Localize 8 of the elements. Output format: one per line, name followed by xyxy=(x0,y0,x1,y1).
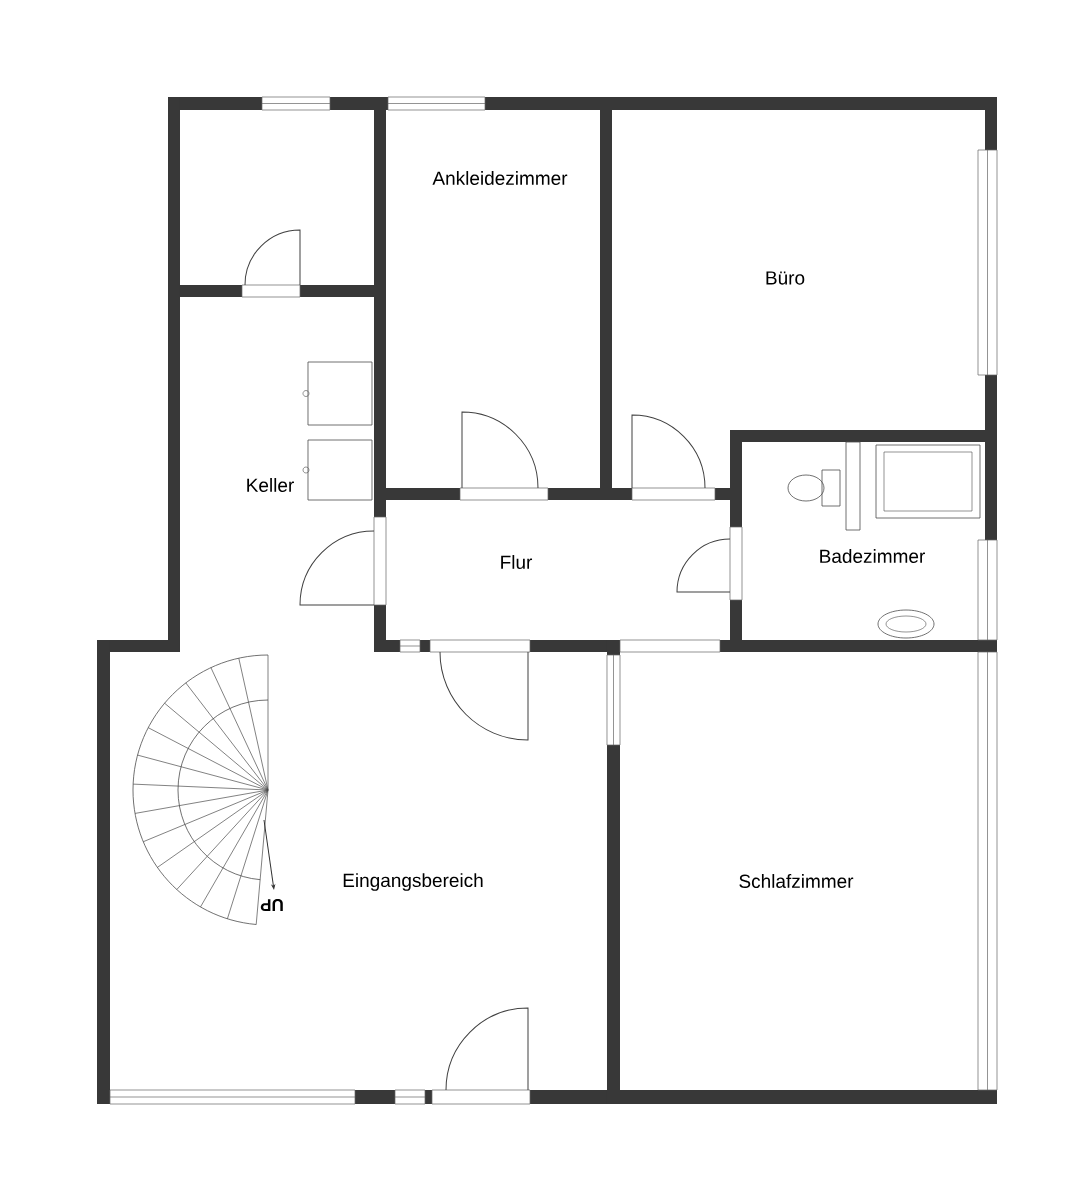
room-label: Büro xyxy=(766,271,805,285)
room-label: Eingangsbereich xyxy=(343,873,483,891)
room-label: Badezimmer xyxy=(820,549,925,563)
room-label: Schlafzimmer xyxy=(739,874,854,888)
stair-direction-label: UP xyxy=(260,899,283,911)
room-label: Ankleidezimmer xyxy=(432,171,568,185)
room-label: Keller xyxy=(247,478,294,492)
room-label: Flur xyxy=(501,555,533,569)
